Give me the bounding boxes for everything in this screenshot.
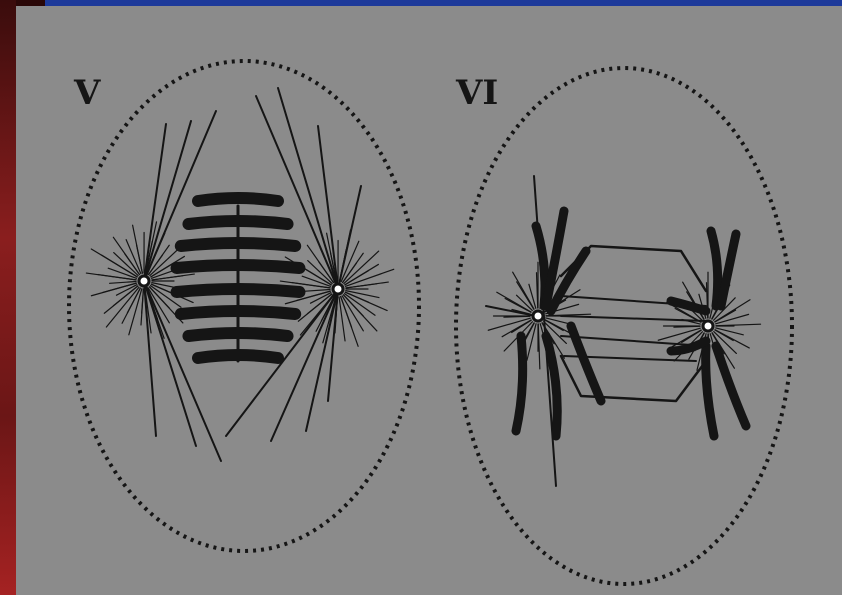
aster-ray [716, 324, 761, 326]
centrosome-right-v [333, 284, 343, 294]
aster-ray [152, 274, 194, 280]
aster-ray [716, 328, 744, 335]
aster-ray [346, 282, 388, 288]
chromosome [671, 341, 706, 351]
spindle-fiber [278, 88, 338, 289]
cell-v: V [69, 61, 419, 551]
chromosome [706, 346, 714, 436]
aster-ray [86, 273, 136, 280]
chromosome [516, 336, 523, 431]
chromosome [716, 346, 746, 426]
aster-ray [110, 282, 136, 284]
aster-ray [529, 284, 536, 308]
aster-ray [339, 297, 345, 341]
chromosomes-v [177, 198, 300, 361]
chromosome [721, 234, 736, 306]
centrosome-right-vi [703, 321, 713, 331]
aster-ray [137, 245, 143, 273]
panel-label-v: V [73, 73, 101, 113]
slide-edge-decoration [0, 0, 16, 595]
panel-label-vi: VI [455, 73, 498, 113]
aster-ray [346, 269, 394, 286]
aster-ray [141, 289, 143, 325]
spindle-fiber [144, 281, 196, 446]
aster-ray [129, 289, 142, 335]
chromosome [198, 198, 278, 201]
aster-ray [304, 290, 330, 292]
aster-ray [91, 283, 136, 296]
chromosome [711, 231, 718, 306]
spindle-fibers-vi [486, 176, 706, 486]
cell-membrane-vi [456, 68, 792, 584]
mitosis-figure: V VI [16, 6, 842, 595]
centrosome-left-vi [533, 311, 543, 321]
centrosome-left-v [139, 276, 149, 286]
interzonal-fiber [561, 316, 706, 321]
cell-vi: VI [455, 68, 792, 584]
